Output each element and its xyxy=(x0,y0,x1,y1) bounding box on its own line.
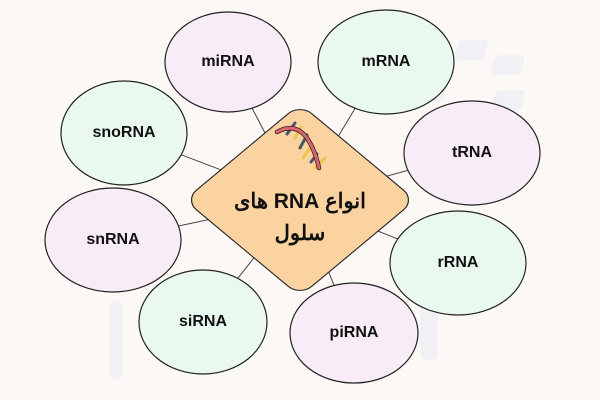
node-rRNA-bubble xyxy=(389,210,527,316)
node-miRNA-bubble xyxy=(164,11,292,113)
node-tRNA-bubble xyxy=(403,100,541,206)
center-title-line2: سلول xyxy=(274,222,326,245)
node-siRNA-bubble xyxy=(138,269,268,375)
node-mRNA-bubble xyxy=(317,9,455,115)
node-snRNA-bubble xyxy=(44,187,182,293)
node-rRNA: rRNA xyxy=(437,254,479,271)
dna-icon xyxy=(274,121,327,171)
node-snoRNA-bubble xyxy=(60,80,188,186)
node-piRNA-bubble xyxy=(289,282,419,384)
node-miRNA: miRNA xyxy=(201,53,255,70)
node-piRNA: piRNA xyxy=(329,324,379,341)
node-mRNA: mRNA xyxy=(361,53,411,70)
center-title-line1: انواع RNA های xyxy=(234,190,366,213)
node-snRNA: snRNA xyxy=(86,231,140,248)
center-diamond xyxy=(190,109,410,291)
node-siRNA: siRNA xyxy=(178,313,228,330)
node-tRNA: tRNA xyxy=(452,144,492,161)
center-title: انواع RNA های سلول xyxy=(220,186,380,250)
node-snoRNA: snoRNA xyxy=(92,124,156,141)
